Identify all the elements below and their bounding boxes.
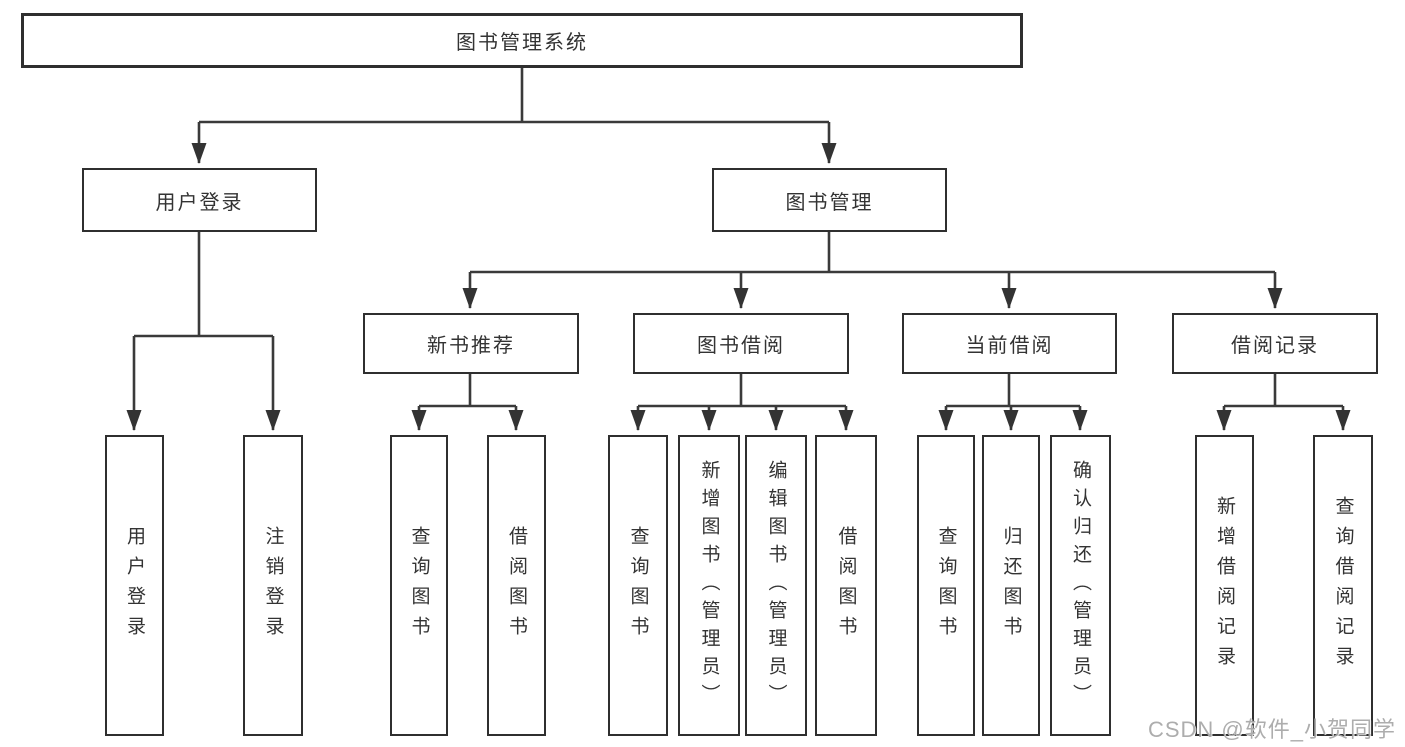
node-label: 新增借阅记录 [1214,495,1235,676]
node-book-management: 图书管理 [712,168,947,232]
node-label: 编辑图书（管理员） [765,459,787,712]
connector-current-borrow-split [946,374,1080,408]
node-label: 确认归还（管理员） [1070,459,1091,712]
node-label: 新增图书（管理员） [698,459,720,712]
leaf-record-query: 查询借阅记录 [1313,435,1373,736]
node-user-login: 用户登录 [82,168,317,232]
leaf-current-return: 归还图书 [982,435,1040,736]
node-label: 查询图书 [935,525,957,646]
node-label: 查询图书 [627,525,649,646]
leaf-borrow-add-admin: 新增图书（管理员） [678,435,740,736]
connector-book-borrow-split [638,374,846,408]
node-label: 图书管理 [785,191,874,214]
node-label: 注销登录 [262,525,284,646]
leaf-logout: 注销登录 [243,435,303,736]
node-label: 借阅记录 [1231,335,1319,357]
node-label: 借阅图书 [835,525,857,646]
leaf-user-login: 用户登录 [105,435,164,736]
leaf-borrow-query: 查询图书 [608,435,668,736]
node-label: 查询借阅记录 [1332,495,1354,676]
leaf-current-query: 查询图书 [917,435,975,736]
connector-book-management-split [470,232,1275,274]
node-label: 用户登录 [124,525,145,646]
node-borrow-record: 借阅记录 [1172,313,1378,374]
leaf-newbook-query: 查询图书 [390,435,448,736]
node-label: 当前借阅 [965,335,1054,357]
node-library-system: 图书管理系统 [21,13,1023,68]
node-label: 图书管理系统 [456,32,588,54]
node-current-borrow: 当前借阅 [902,313,1117,374]
node-label: 查询图书 [408,525,430,646]
connector-user-login-split [134,232,273,338]
leaf-newbook-borrow: 借阅图书 [487,435,546,736]
node-label: 新书推荐 [427,335,515,357]
connector-root-split [199,68,829,124]
node-label: 用户登录 [155,191,244,214]
leaf-current-confirm-admin: 确认归还（管理员） [1050,435,1111,736]
node-label: 图书借阅 [697,335,785,357]
node-new-book-recommend: 新书推荐 [363,313,579,374]
leaf-record-add: 新增借阅记录 [1195,435,1254,736]
leaf-borrow-edit-admin: 编辑图书（管理员） [745,435,807,736]
connector-borrow-record-split [1224,374,1343,408]
connector-new-book-split [419,374,516,408]
node-book-borrow: 图书借阅 [633,313,849,374]
node-label: 借阅图书 [506,525,527,646]
leaf-borrow-borrow: 借阅图书 [815,435,877,736]
node-label: 归还图书 [1000,525,1022,646]
